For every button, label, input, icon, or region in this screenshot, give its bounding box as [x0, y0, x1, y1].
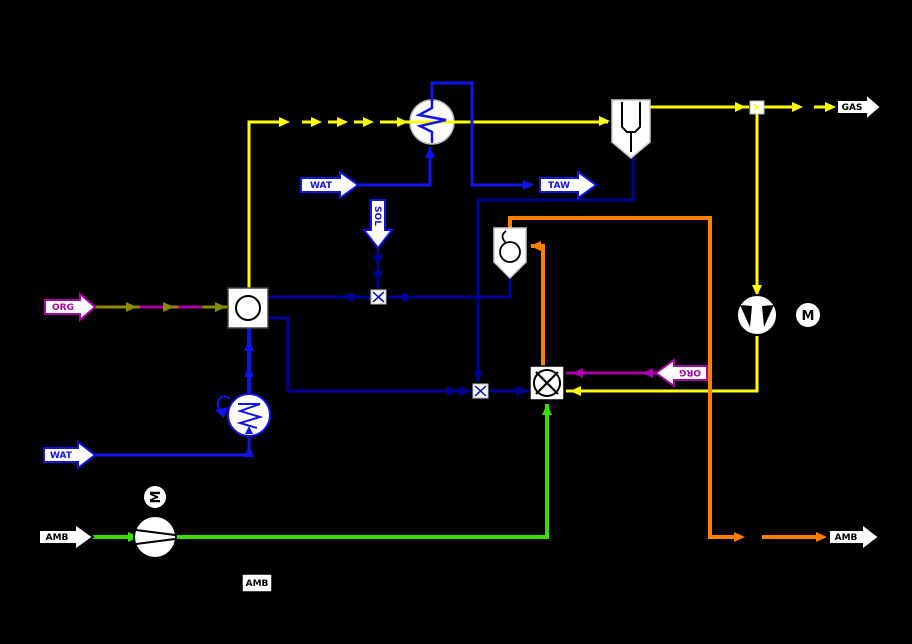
valve-top-icon[interactable]	[370, 289, 387, 305]
stream-tag-wat-heater-feed-label: WAT	[50, 451, 73, 461]
stream-tag-wat-cold-in[interactable]: WAT	[300, 170, 360, 200]
cyclone-icon[interactable]	[493, 227, 527, 280]
stream-tag-wat-hot-out[interactable]: WAT	[539, 170, 598, 200]
stream-org-feed[interactable]	[95, 302, 228, 312]
stream-flue-gas-arrows	[530, 241, 827, 542]
stream-tag-org-fuel[interactable]: ORG	[654, 358, 708, 388]
stream-tag-wat-cold-in-label: WAT	[310, 181, 333, 191]
stream-gas[interactable]	[247, 105, 830, 393]
separator-vessel-icon[interactable]	[611, 99, 651, 159]
mixer-tank-icon[interactable]	[227, 287, 269, 329]
stream-tag-sol-feed-label: SOL	[372, 206, 382, 226]
heat-exchanger-coil-icon	[415, 101, 447, 143]
compressor-motor-label: M	[149, 491, 164, 504]
stream-air-arrows	[128, 404, 552, 542]
splitter-node-icon[interactable]	[749, 100, 765, 115]
stream-tag-org-fuel-label: ORG	[679, 367, 701, 377]
heater-energy-curved-arrow-icon	[215, 395, 231, 418]
stream-tag-gas-product[interactable]: GAS	[836, 91, 883, 123]
stream-tag-gas-product-label: GAS	[842, 103, 863, 113]
stream-org-fuel[interactable]	[566, 368, 656, 378]
stream-tag-amb-air-in-label: AMB	[46, 533, 69, 543]
amb-note-label: AMB	[246, 579, 269, 589]
expander-motor-icon[interactable]: M	[794, 301, 822, 329]
stream-tag-org-feed[interactable]: ORG	[44, 291, 97, 323]
stream-tag-sol-feed[interactable]: SOL	[361, 199, 395, 250]
stream-tag-amb-exhaust-out-label: AMB	[835, 533, 858, 543]
expander-motor-label: M	[802, 309, 815, 324]
expander-icon[interactable]	[736, 294, 778, 336]
valve-bottom-icon[interactable]	[472, 383, 489, 399]
stream-org-fuel-arrows	[572, 368, 653, 378]
stream-water-arrows	[244, 147, 534, 457]
heater-icon[interactable]	[227, 393, 271, 437]
stream-water[interactable]	[95, 81, 532, 457]
burner-icon[interactable]	[529, 365, 565, 401]
stream-tag-wat-hot-out-label: WAT	[547, 181, 570, 191]
compressor-motor-icon[interactable]: M	[142, 484, 168, 510]
stream-tag-amb-air-in[interactable]: AMB	[38, 522, 95, 552]
stream-liquid-arrows	[342, 255, 527, 396]
stream-flue-gas[interactable]	[508, 216, 827, 542]
stream-tag-wat-heater-feed[interactable]: WAT	[43, 439, 97, 471]
compressor-icon[interactable]	[133, 515, 177, 559]
stream-tag-amb-exhaust-out[interactable]: AMB	[828, 521, 881, 553]
amb-note-box[interactable]: AMB	[241, 573, 273, 593]
stream-org-feed-arrows	[126, 302, 226, 312]
stream-tag-org-feed-label: ORG	[52, 303, 74, 313]
stream-gas-arrows	[279, 102, 836, 396]
